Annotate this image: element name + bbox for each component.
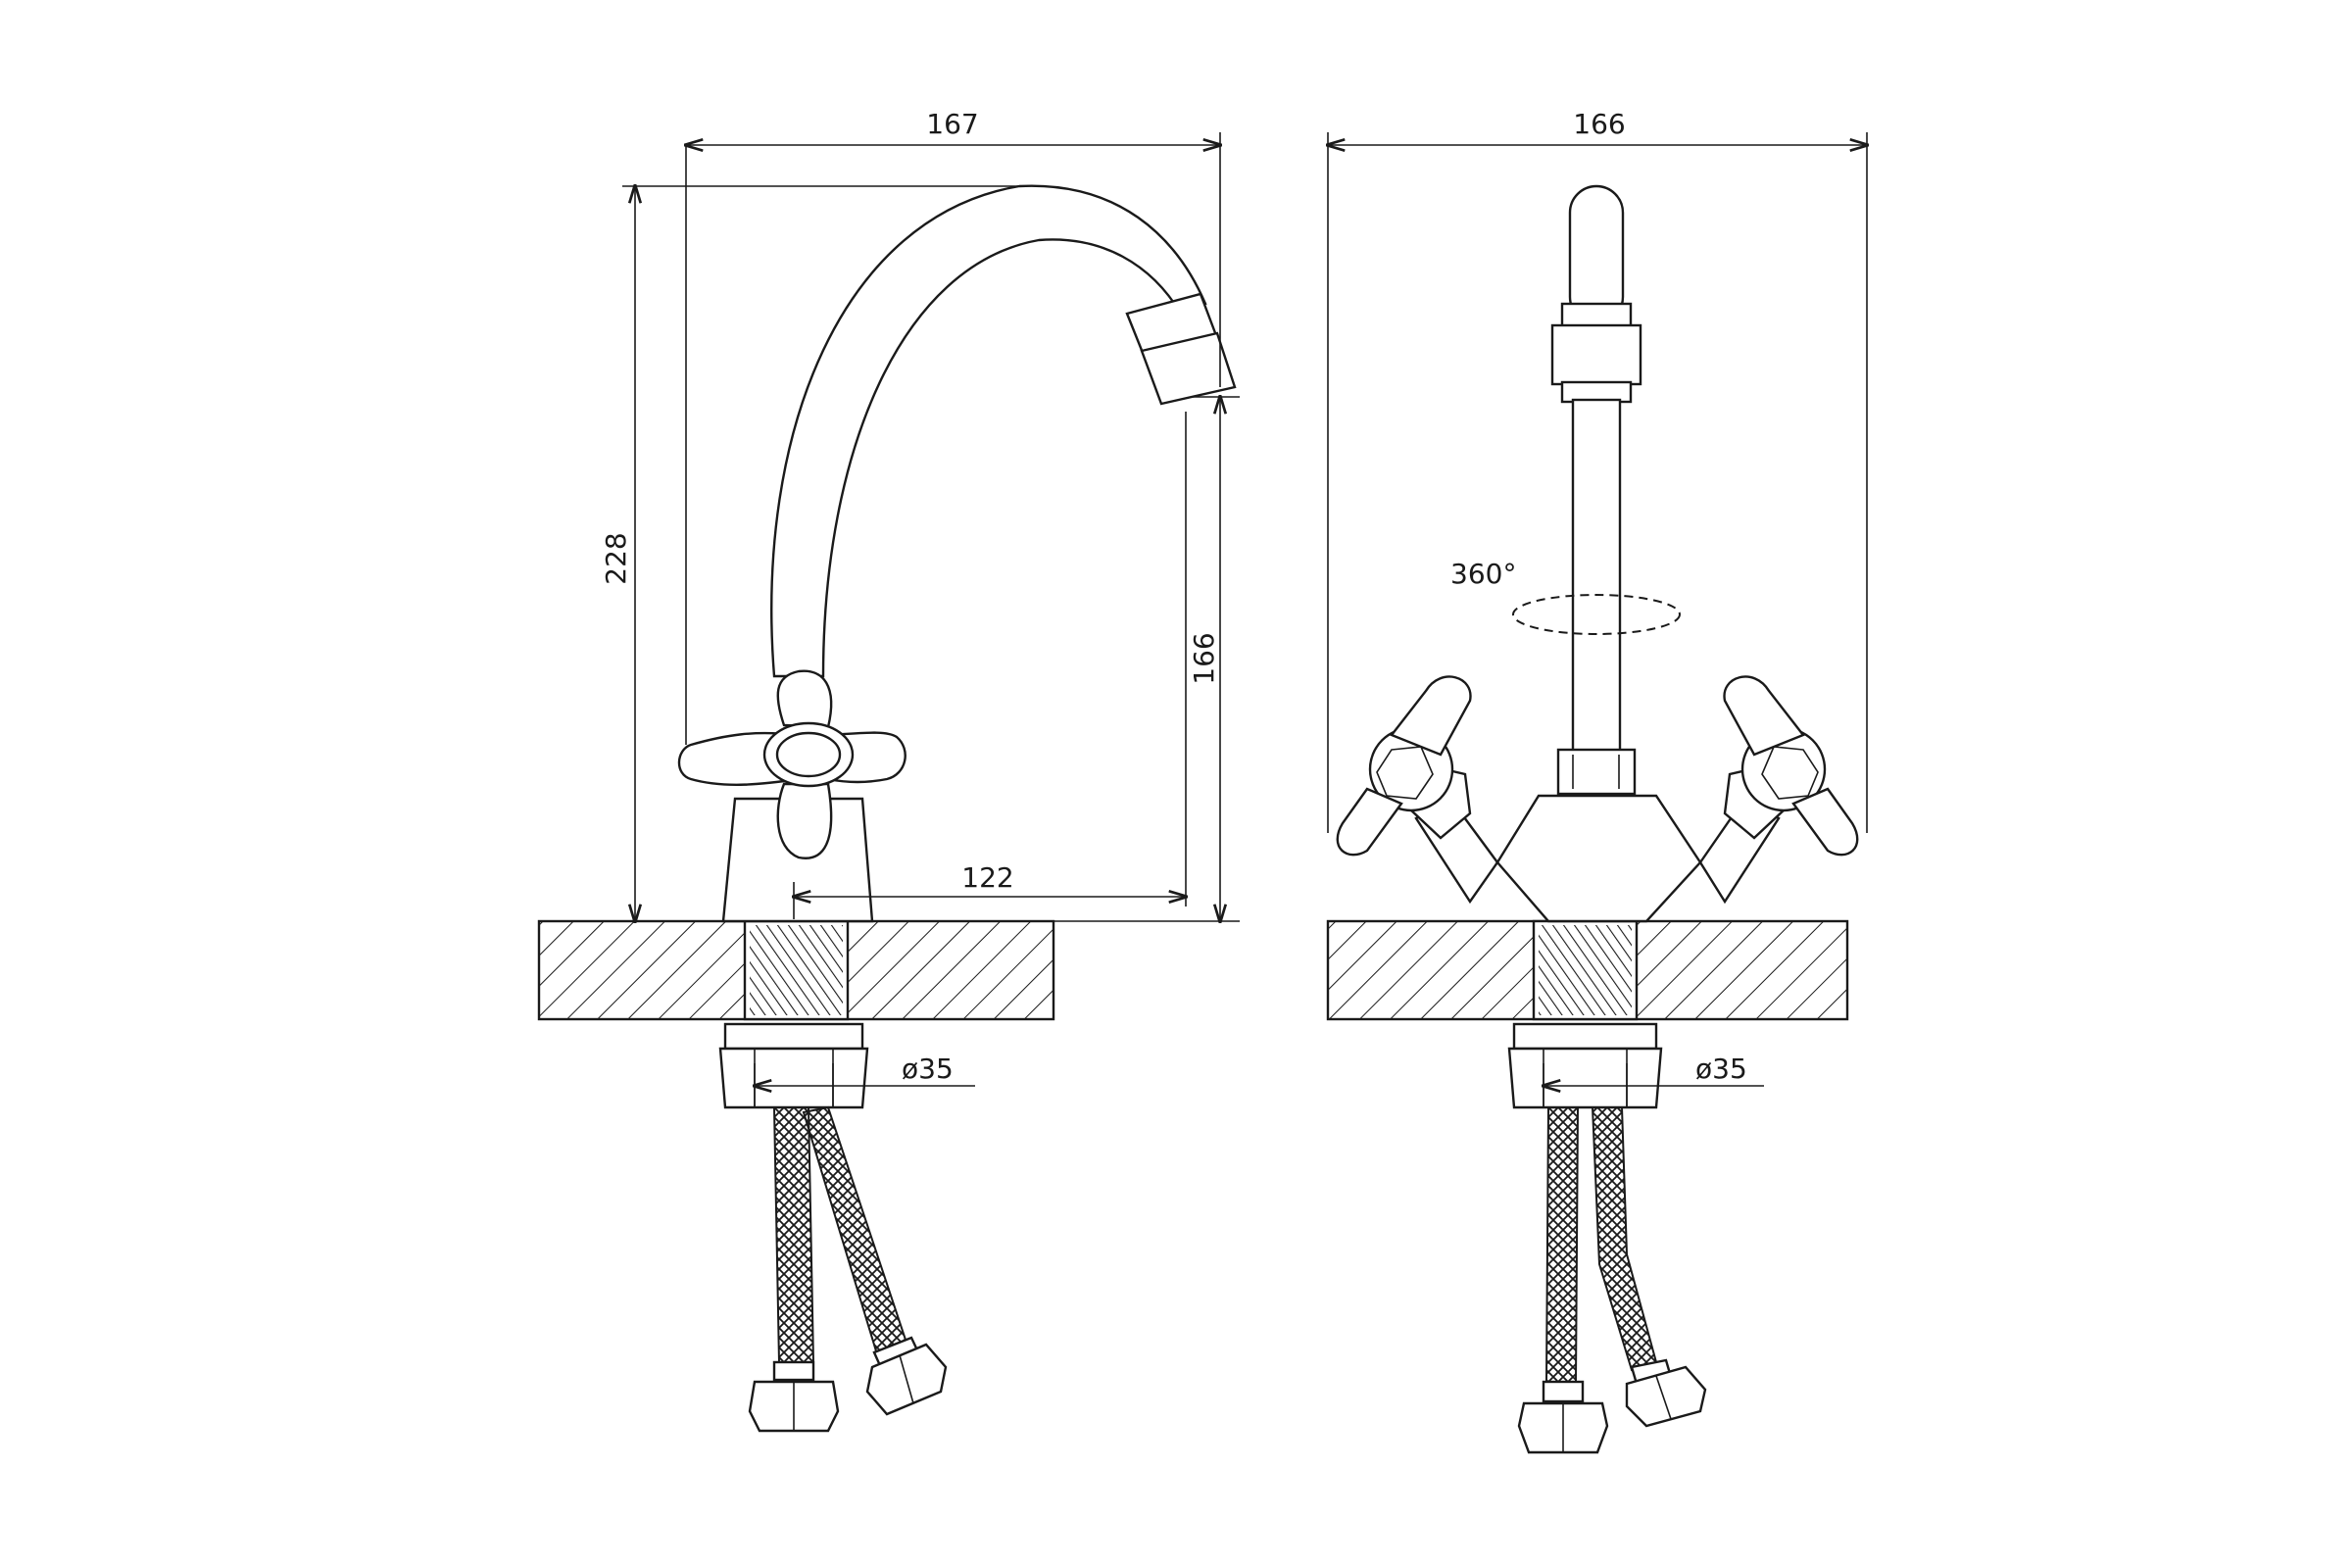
countertop-section-side <box>537 919 1055 1021</box>
supply-hoses-side <box>748 1105 948 1433</box>
countertop-section-front <box>1326 919 1849 1021</box>
mount-nut-front <box>1507 1022 1663 1109</box>
dim-reach-side: 122 <box>961 861 1013 894</box>
cross-handle-side <box>677 669 906 859</box>
dim-diameter-front: ø35 <box>1695 1053 1747 1085</box>
dim-diameter-side: ø35 <box>902 1053 954 1085</box>
front-view: 360° 166 ø35 <box>1326 108 1867 1454</box>
side-view: 167 228 166 122 ø35 <box>537 108 1240 1433</box>
dim-spout-height-side: 166 <box>1188 632 1220 684</box>
right-handle-front <box>1698 675 1859 905</box>
spout-side <box>770 184 1207 678</box>
dim-height-side: 228 <box>600 532 632 584</box>
valve-body-front <box>1495 794 1702 923</box>
supply-hoses-front <box>1517 1106 1707 1454</box>
mount-nut-side <box>718 1022 869 1109</box>
spout-front <box>1550 184 1642 796</box>
dim-width-side: 167 <box>926 108 978 140</box>
rotation-label: 360° <box>1450 558 1516 590</box>
dim-width-front: 166 <box>1573 108 1625 140</box>
left-handle-front <box>1336 675 1499 905</box>
aerator-side <box>1125 292 1237 406</box>
rotation-indicator <box>1512 594 1681 635</box>
